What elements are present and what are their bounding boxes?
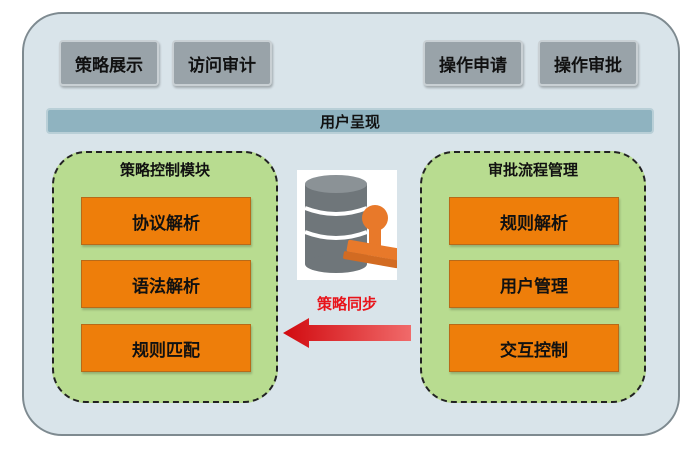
rule-match-box[interactable]: 规则匹配 (81, 324, 251, 372)
policy-sync-label: 策略同步 (316, 295, 377, 313)
approval-flow-module: 审批流程管理 规则解析 用户管理 交互控制 (420, 151, 646, 403)
user-presentation-bar: 用户呈现 (46, 108, 654, 134)
interaction-control-box[interactable]: 交互控制 (449, 324, 619, 372)
policy-control-module-title: 策略控制模块 (119, 161, 210, 179)
operation-request-button[interactable]: 操作申请 (423, 40, 523, 86)
policy-control-module: 策略控制模块 协议解析 语法解析 规则匹配 (52, 151, 278, 403)
sync-arrow-left-icon (283, 318, 411, 348)
rule-parse-box[interactable]: 规则解析 (449, 197, 619, 245)
user-management-box[interactable]: 用户管理 (449, 260, 619, 308)
policy-display-button[interactable]: 策略展示 (59, 40, 159, 86)
operation-approve-button[interactable]: 操作审批 (538, 40, 638, 86)
syntax-parse-box[interactable]: 语法解析 (81, 260, 251, 308)
protocol-parse-box[interactable]: 协议解析 (81, 197, 251, 245)
access-audit-button[interactable]: 访问审计 (172, 40, 272, 86)
approval-flow-module-title: 审批流程管理 (487, 161, 578, 179)
database-stamp-icon (297, 170, 397, 280)
